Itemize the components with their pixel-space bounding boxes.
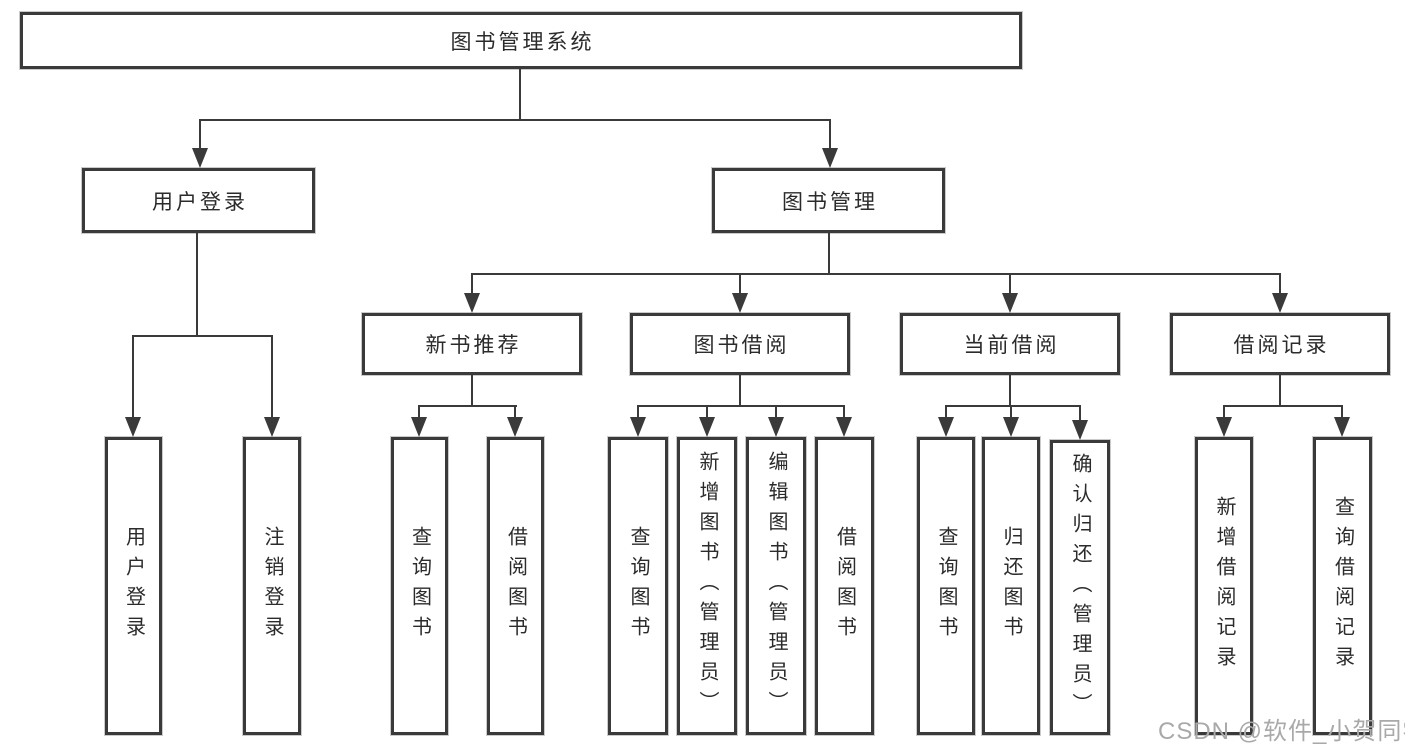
leaf-borrow-edit-books-admin: 编辑图书（管理员）: [746, 437, 806, 735]
node-borrow-record: 借阅记录: [1170, 313, 1390, 375]
connector-line: [519, 68, 521, 119]
leaf-current-confirm-return-admin: 确认归还（管理员）: [1050, 440, 1110, 735]
arrow-down-icon: [411, 417, 427, 437]
connector-line: [132, 335, 273, 337]
connector-line: [739, 273, 741, 295]
arrow-down-icon: [125, 417, 141, 437]
connector-line: [1341, 405, 1343, 419]
leaf-current-return-books: 归还图书: [982, 437, 1040, 735]
leaf-borrow-query-books: 查询图书: [608, 437, 668, 735]
connector-line: [1279, 273, 1281, 295]
arrow-down-icon: [699, 417, 715, 437]
arrow-down-icon: [768, 417, 784, 437]
connector-line: [706, 405, 708, 419]
arrow-down-icon: [1002, 293, 1018, 313]
connector-line: [739, 375, 741, 407]
connector-line: [1009, 273, 1011, 295]
node-current-borrow: 当前借阅: [900, 313, 1120, 375]
arrow-down-icon: [1272, 293, 1288, 313]
connector-line: [945, 405, 1081, 407]
arrow-down-icon: [732, 293, 748, 313]
connector-line: [514, 405, 516, 419]
node-book-borrow: 图书借阅: [630, 313, 850, 375]
connector-line: [199, 119, 201, 150]
leaf-record-query-record: 查询借阅记录: [1313, 437, 1372, 735]
connector-line: [199, 119, 831, 121]
arrow-down-icon: [1003, 417, 1019, 437]
connector-line: [637, 405, 845, 407]
connector-line: [775, 405, 777, 419]
arrow-down-icon: [630, 417, 646, 437]
leaf-user-login: 用户登录: [105, 437, 162, 735]
connector-line: [1010, 405, 1012, 419]
connector-line: [471, 273, 473, 295]
arrow-down-icon: [1216, 417, 1232, 437]
connector-line: [196, 233, 198, 336]
watermark: CSDN @软件_小贺同学: [1158, 718, 1405, 745]
node-root: 图书管理系统: [20, 12, 1022, 69]
arrow-down-icon: [507, 417, 523, 437]
leaf-newrec-query-books: 查询图书: [391, 437, 448, 735]
leaf-logout: 注销登录: [243, 437, 301, 735]
connector-line: [1009, 375, 1011, 407]
arrow-down-icon: [1334, 417, 1350, 437]
arrow-down-icon: [822, 148, 838, 168]
leaf-borrow-add-books-admin: 新增图书（管理员）: [677, 437, 737, 735]
node-new-book-recommend: 新书推荐: [362, 313, 582, 375]
arrow-down-icon: [464, 293, 480, 313]
connector-line: [829, 119, 831, 150]
leaf-record-add-record: 新增借阅记录: [1195, 437, 1253, 735]
arrow-down-icon: [836, 417, 852, 437]
connector-line: [471, 273, 1281, 275]
connector-line: [843, 405, 845, 419]
node-book-management: 图书管理: [712, 168, 945, 233]
arrow-down-icon: [1072, 420, 1088, 440]
connector-line: [1279, 375, 1281, 407]
connector-line: [132, 335, 134, 419]
leaf-borrow-borrow-books: 借阅图书: [815, 437, 874, 735]
arrow-down-icon: [192, 148, 208, 168]
connector-line: [418, 405, 517, 407]
connector-line: [418, 405, 420, 419]
connector-line: [271, 335, 273, 419]
connector-line: [1079, 405, 1081, 422]
connector-line: [1223, 405, 1343, 407]
connector-line: [637, 405, 639, 419]
connector-line: [828, 233, 830, 275]
connector-line: [1223, 405, 1225, 419]
connector-line: [471, 375, 473, 407]
node-user-login: 用户登录: [82, 168, 315, 233]
arrow-down-icon: [938, 417, 954, 437]
connector-line: [945, 405, 947, 419]
leaf-current-query-books: 查询图书: [917, 437, 975, 735]
leaf-newrec-borrow-books: 借阅图书: [487, 437, 544, 735]
arrow-down-icon: [264, 417, 280, 437]
